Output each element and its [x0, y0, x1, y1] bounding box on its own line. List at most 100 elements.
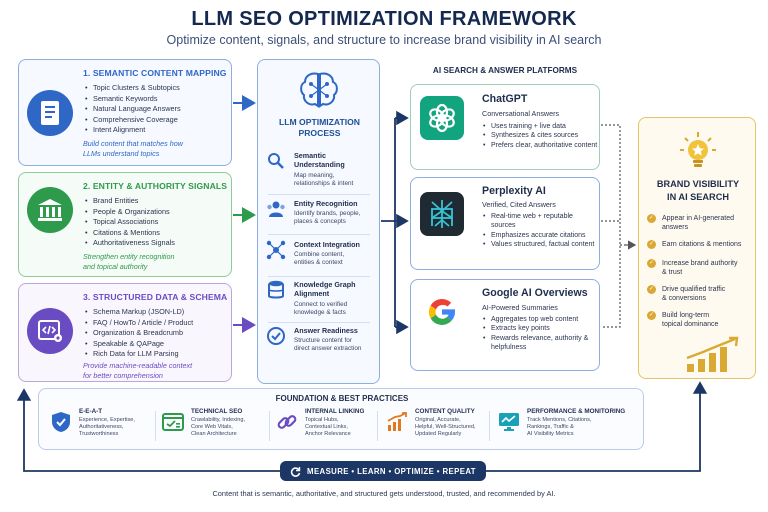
google-logo-icon [420, 290, 464, 334]
step-desc: Identify brands, people, places & concep… [294, 210, 380, 227]
cycle-label: MEASURE • LEARN • OPTIMIZE • REPEAT [307, 466, 476, 476]
foundation-internal-linking: INTERNAL LINKING Topical Hubs, Contextua… [275, 408, 385, 446]
platform-name: Google AI Overviews [482, 287, 588, 299]
check-icon: ✓ [647, 214, 656, 223]
list-item: Speakable & QAPage [85, 339, 193, 350]
list-item: Brand Entities [85, 196, 175, 207]
process-step-semantic-understanding: Semantic Understanding Map meaning, rela… [266, 151, 378, 193]
list-item: Comprehensive Coverage [85, 115, 181, 126]
step-desc-line: entities & context [294, 259, 343, 267]
foundation-heading: E-E-A-T [79, 408, 103, 415]
divider [155, 411, 156, 441]
page-title: LLM SEO OPTIMIZATION FRAMEWORK [191, 8, 577, 30]
platform-list: Uses training + live data Synthesizes & … [483, 122, 599, 151]
shield-icon [49, 410, 73, 434]
check-icon: ✓ [647, 311, 656, 320]
step-heading: Entity Recognition [294, 199, 378, 208]
step-desc-line: Map meaning, [294, 172, 335, 179]
step-desc: Connect to verified knowledge & facts [294, 301, 380, 318]
lightbulb-icon [677, 130, 719, 172]
brain-icon [297, 70, 341, 110]
pillar-footer: Provide machine-readable context for bet… [83, 361, 192, 380]
platform-subtitle: Verified, Cited Answers [482, 200, 556, 209]
code-file-icon [27, 308, 73, 354]
browser-icon [161, 410, 185, 434]
page-subtitle: Optimize content, signals, and structure… [166, 33, 602, 47]
step-desc: Structure content for direct answer extr… [294, 337, 380, 354]
platform-list: Aggregates top web content Extracts key … [483, 315, 599, 353]
check-circle-icon [266, 326, 286, 346]
step-heading-line: Understanding [294, 160, 345, 169]
foundation-best-practices: FOUNDATION & BEST PRACTICES E-E-A-T Expe… [38, 388, 644, 450]
tagline: Content that is semantic, authoritative,… [212, 489, 556, 498]
step-heading: Context Integration [294, 240, 378, 249]
footer-line: and topical authority [83, 261, 148, 271]
arrow-process-to-platforms [381, 117, 406, 328]
divider [489, 411, 490, 441]
foundation-heading: INTERNAL LINKING [305, 408, 365, 415]
list-item: Prefers clear, authoritative content [483, 141, 599, 151]
foundation-desc: Crawlability, Indexing, Core Web Vitals,… [191, 417, 245, 438]
step-heading-line: Semantic [294, 151, 326, 160]
step-heading: Semantic Understanding [294, 151, 378, 169]
platform-perplexity: Perplexity AI Verified, Cited Answers Re… [410, 177, 600, 270]
process-title-line: LLM OPTIMIZATION [279, 117, 360, 127]
list-item: Synthesizes & cites sources [483, 131, 599, 141]
chatgpt-logo-icon [420, 96, 464, 140]
step-heading-line: Context Integration [294, 240, 360, 249]
step-desc-line: relationships & intent [294, 180, 354, 188]
foundation-desc: Topical Hubs, Contextual Links, Anchor R… [305, 417, 351, 438]
list-item: People & Organizations [85, 207, 175, 218]
list-item: Rewards relevance, authority & helpfulne… [483, 334, 599, 353]
platforms-heading: AI SEARCH & ANSWER PLATFORMS [432, 66, 578, 75]
list-item: Schema Markup (JSON-LD) [85, 307, 193, 318]
list-item: Topic Clusters & Subtopics [85, 83, 181, 94]
step-desc: Combine content, entities & context [294, 251, 380, 268]
platform-google-ai-overviews: Google AI Overviews AI-Powered Summaries… [410, 279, 600, 371]
growth-chart-icon [683, 336, 747, 374]
list-item: Intent Alignment [85, 125, 181, 136]
pillar-footer: Build content that matches how LLMs unde… [83, 139, 183, 158]
list-item: Topical Associations [85, 217, 175, 228]
step-heading-line: Entity Recognition [294, 199, 358, 208]
platform-chatgpt: ChatGPT Conversational Answers Uses trai… [410, 84, 600, 170]
list-item: Uses training + live data [483, 122, 599, 132]
list-item: Organization & Breadcrumb [85, 328, 193, 339]
list-item: Natural Language Answers [85, 104, 181, 115]
list-item: Extracts key points [483, 324, 599, 334]
brand-title-line: BRAND VISIBILITY [656, 179, 740, 189]
foundation-heading: TECHNICAL SEO [191, 408, 243, 415]
footer-line: Build content that matches how [83, 139, 183, 148]
list-item: Semantic Keywords [85, 94, 181, 105]
list-item: Real-time web + reputable sources [483, 212, 599, 231]
document-icon [27, 90, 73, 136]
pillar-structured-data-schema: 3. STRUCTURED DATA & SCHEMA Schema Marku… [18, 283, 232, 382]
divider [268, 234, 370, 235]
network-icon [266, 240, 286, 260]
perplexity-logo-icon [420, 192, 464, 236]
foundation-performance-monitoring: PERFORMANCE & MONITORING Track Mentions,… [497, 408, 641, 446]
step-desc: Map meaning, relationships & intent [294, 172, 380, 189]
foundation-heading: CONTENT QUALITY [415, 408, 475, 415]
foundation-content-quality: CONTENT QUALITY Original, Accurate, Help… [385, 408, 501, 446]
brand-title-line: IN AI SEARCH [667, 192, 729, 202]
foundation-desc: Experience, Expertise, Authoritativeness… [79, 417, 135, 438]
pillar-list: Topic Clusters & Subtopics Semantic Keyw… [85, 83, 181, 136]
platform-list: Real-time web + reputable sources Emphas… [483, 212, 599, 250]
step-heading: Answer Readiness [294, 326, 378, 335]
divider [268, 322, 370, 323]
step-desc-line: Connect to verified [294, 301, 348, 308]
step-heading-line: Knowledge Graph [294, 280, 356, 289]
pillar-heading: 1. SEMANTIC CONTENT MAPPING [83, 68, 227, 78]
divider [268, 194, 370, 195]
institution-icon [27, 187, 73, 233]
divider [268, 276, 370, 277]
list-item: Values structured, factual content [483, 240, 599, 250]
process-title: LLM OPTIMIZATION PROCESS [258, 117, 381, 139]
footer-line: LLMs understand topics [83, 148, 160, 158]
step-desc-line: Combine content, [294, 251, 345, 258]
step-desc-line: places & concepts [294, 218, 346, 226]
brand-visibility-panel: BRAND VISIBILITY IN AI SEARCH ✓ Appear i… [638, 117, 756, 379]
step-desc-line: Identify brands, people, [294, 210, 361, 217]
pillar-semantic-content-mapping: 1. SEMANTIC CONTENT MAPPING Topic Cluste… [18, 59, 232, 166]
